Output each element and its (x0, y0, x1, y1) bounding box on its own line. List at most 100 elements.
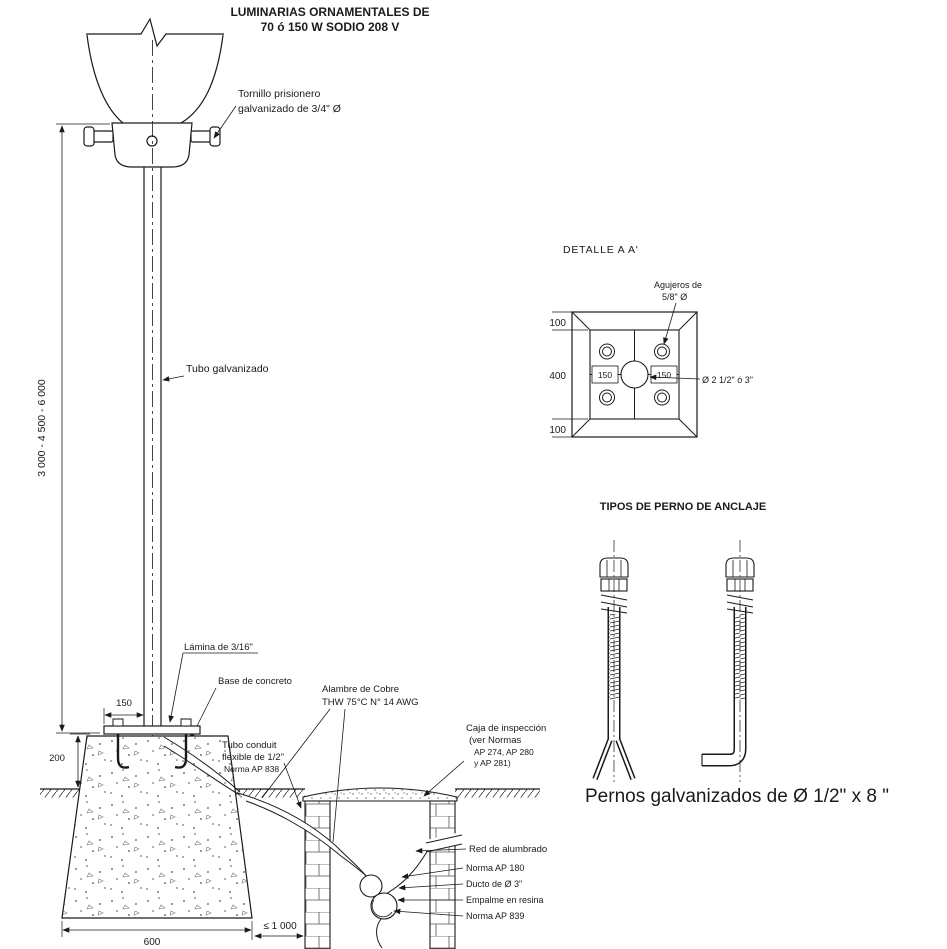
splice-resin-body (370, 892, 398, 920)
red-leader (415, 847, 467, 854)
center-dia-label: Ø 2 1/2" ó 3" (702, 375, 753, 385)
cable-to-right (383, 849, 429, 896)
conduit-label-2: flexible de 1/2" (222, 752, 284, 763)
anchor-hook-left (116, 734, 130, 769)
detail-dim-ticks (552, 311, 588, 438)
dim150-left-text: 150 (598, 370, 612, 380)
height-dimension: 3 000 - 4 500 - 6 000 (36, 123, 110, 734)
right-duct-edge-1 (425, 834, 463, 844)
pole (143, 40, 162, 810)
ground-hatch-mid (236, 789, 305, 798)
dim400-text: 400 (549, 371, 566, 382)
tubo-label: Tubo galvanizado (186, 363, 269, 375)
caja-leader (423, 760, 465, 797)
inspection-box (237, 787, 464, 949)
caja-label-4: y AP 281) (474, 758, 511, 768)
cable-run-1 (163, 736, 241, 793)
ground-hatch-left (40, 789, 79, 798)
center-dia-leader (649, 374, 701, 381)
dim-150-group: 150 (103, 698, 145, 724)
caja-label-1: Caja de inspección (466, 723, 546, 734)
luminaire-bell-left (86, 34, 124, 124)
conduit-leader (283, 762, 302, 809)
ducto-leader (398, 883, 464, 891)
detalle-aa: DETALLE A A' 150 150 100 400 100 Agujero… (549, 244, 753, 438)
agujeros-label-2: 5/8" Ø (662, 292, 687, 302)
empalme-label: Empalme en resina (466, 895, 544, 905)
lamina-label: Lámina de 3/16" (184, 642, 253, 653)
box-callouts: Red de alumbrado Norma AP 180 Ducto de Ø… (393, 844, 547, 921)
set-screw-right-shaft (190, 130, 212, 143)
dim-200-group: 200 (49, 733, 90, 788)
dim150-text: 150 (116, 698, 132, 709)
dim-1000-group: ≤ 1 000 (254, 921, 304, 939)
ground-hatch-right (455, 789, 540, 798)
caja-label-3: AP 274, AP 280 (474, 747, 534, 757)
conduit-mask (238, 793, 341, 856)
conduit-label-3: Norma AP 838 (224, 764, 279, 774)
alambre-leader-1 (261, 708, 331, 799)
base-label-group: Base de concreto (189, 676, 292, 741)
ap180-leader (401, 867, 464, 879)
ducto-label: Ducto de Ø 3" (466, 879, 522, 889)
plate-chamfers (571, 311, 698, 438)
lamina-label-group: Lámina de 3/16" (168, 642, 258, 723)
luminaire-bell-right (180, 34, 224, 124)
conduit-edge-1 (237, 792, 337, 847)
box-wall-right (429, 800, 456, 949)
box-wall-left (304, 800, 331, 949)
anchor-bolt-hook (701, 540, 755, 782)
luminaire-head (83, 17, 224, 168)
center-hole (620, 360, 649, 389)
break-line (86, 17, 224, 48)
clamp-collar (111, 122, 193, 168)
bolt-holes (599, 343, 670, 406)
caja-label-2: (ver Normas (469, 735, 522, 746)
tornillo-label-group: Tornillo prisionero galvanizado de 3/4" … (213, 88, 341, 139)
anchor-hook-right (174, 734, 188, 769)
anchor-bolt-split (592, 540, 636, 782)
title-line-1: LUMINARIAS ORNAMENTALES DE (230, 5, 429, 19)
agujeros-leader (663, 302, 677, 345)
tornillo-leader (213, 105, 237, 139)
ap180-label: Norma AP 180 (466, 863, 524, 873)
set-screw-left-shaft (92, 130, 114, 143)
ap839-label: Norma AP 839 (466, 911, 524, 921)
base-concreto-label: Base de concreto (218, 676, 292, 687)
alambre-leader-2 (332, 708, 346, 843)
lamina-leader (168, 652, 184, 723)
ground (40, 788, 540, 798)
conduit-label-1: Tubo conduit (222, 740, 277, 751)
caja-label-group: Caja de inspección (ver Normas AP 274, A… (423, 723, 546, 797)
dim150-box-left (591, 365, 619, 384)
tubo-leader (162, 375, 185, 382)
dim1000-text: ≤ 1 000 (263, 921, 297, 932)
box-lid (302, 787, 458, 802)
dim100-top-text: 100 (549, 318, 566, 329)
conduit-edge-2 (245, 800, 342, 857)
cable-below-splice (376, 918, 383, 949)
clamp-hole (146, 135, 158, 147)
dim100-bottom-text: 100 (549, 425, 566, 436)
alambre-label-1: Alambre de Cobre (322, 684, 399, 695)
base-plate-group (103, 718, 201, 769)
dim-600-group: 600 (61, 921, 253, 948)
anchor-bolts-section: TIPOS DE PERNO DE ANCLAJE (585, 501, 889, 807)
height-dim-text: 3 000 - 4 500 - 6 000 (36, 379, 48, 477)
agujeros-label-1: Agujeros de (654, 280, 702, 290)
plate-nut-left (112, 718, 124, 727)
dim150-right-text: 150 (657, 370, 671, 380)
red-label: Red de alumbrado (469, 844, 547, 855)
base-plate (103, 725, 201, 735)
pernos-caption: Pernos galvanizados de Ø 1/2" x 8 " (585, 786, 889, 807)
tornillo-label-1: Tornillo prisionero (238, 88, 320, 100)
detalle-title: DETALLE A A' (563, 244, 639, 256)
tornillo-label-2: galvanizado de 3/4" Ø (238, 103, 341, 115)
alambre-label-2: THW 75°C N° 14 AWG (322, 697, 418, 708)
title-line-2: 70 ó 150 W SODIO 208 V (261, 20, 400, 34)
set-screw-left-head (83, 126, 95, 147)
alambre-label-group: Alambre de Cobre THW 75°C N° 14 AWG (261, 684, 418, 843)
conduit-label-group: Tubo conduit flexible de 1/2" Norma AP 8… (222, 740, 302, 809)
